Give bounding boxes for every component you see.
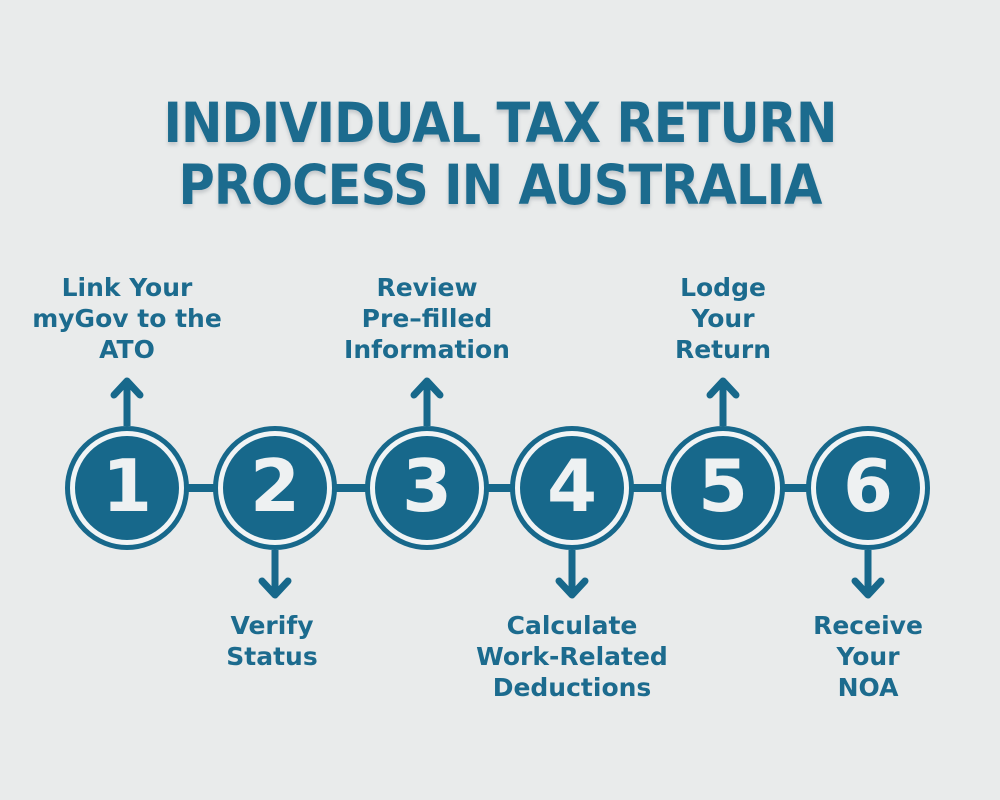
page-title: INDIVIDUAL TAX RETURN PROCESS IN AUSTRAL… — [0, 92, 1000, 216]
step-2-circle-inner: 2 — [223, 436, 327, 540]
step-6-circle: 6 — [806, 426, 930, 550]
timeline-connector — [187, 484, 215, 492]
timeline-connector — [335, 484, 367, 492]
step-2-number: 2 — [249, 444, 301, 528]
arrow-up-icon — [109, 374, 145, 428]
arrow-down-icon — [850, 548, 886, 602]
arrow-down-icon — [554, 548, 590, 602]
arrow-up-icon — [409, 374, 445, 428]
step-5-number: 5 — [697, 444, 749, 528]
step-4-number: 4 — [546, 444, 598, 528]
step-4-label: Calculate Work-Related Deductions — [476, 611, 668, 702]
step-5-circle-inner: 5 — [671, 436, 775, 540]
step-6-circle-inner: 6 — [816, 436, 920, 540]
step-5-circle: 5 — [661, 426, 785, 550]
step-6-number: 6 — [842, 444, 894, 528]
page-title-line-1: INDIVIDUAL TAX RETURN — [163, 91, 837, 155]
step-1-circle: 1 — [65, 426, 189, 550]
timeline-connector — [783, 484, 808, 492]
step-3-circle: 3 — [365, 426, 489, 550]
step-3-label: Review Pre–filled Information — [344, 273, 510, 364]
timeline-connector — [632, 484, 663, 492]
arrow-up-icon — [705, 374, 741, 428]
page-title-line-2: PROCESS IN AUSTRALIA — [178, 153, 822, 217]
arrow-down-icon — [257, 548, 293, 602]
step-4-circle-inner: 4 — [520, 436, 624, 540]
step-5-label: Lodge Your Return — [674, 273, 772, 364]
step-3-circle-inner: 3 — [375, 436, 479, 540]
step-1-label: Link Your myGov to the ATO — [32, 273, 222, 364]
step-2-circle: 2 — [213, 426, 337, 550]
step-4-circle: 4 — [510, 426, 634, 550]
step-1-number: 1 — [101, 444, 153, 528]
timeline-connector — [487, 484, 512, 492]
step-6-label: Receive Your NOA — [813, 611, 923, 702]
step-2-label: Verify Status — [226, 611, 318, 671]
step-3-number: 3 — [401, 444, 453, 528]
step-1-circle-inner: 1 — [75, 436, 179, 540]
